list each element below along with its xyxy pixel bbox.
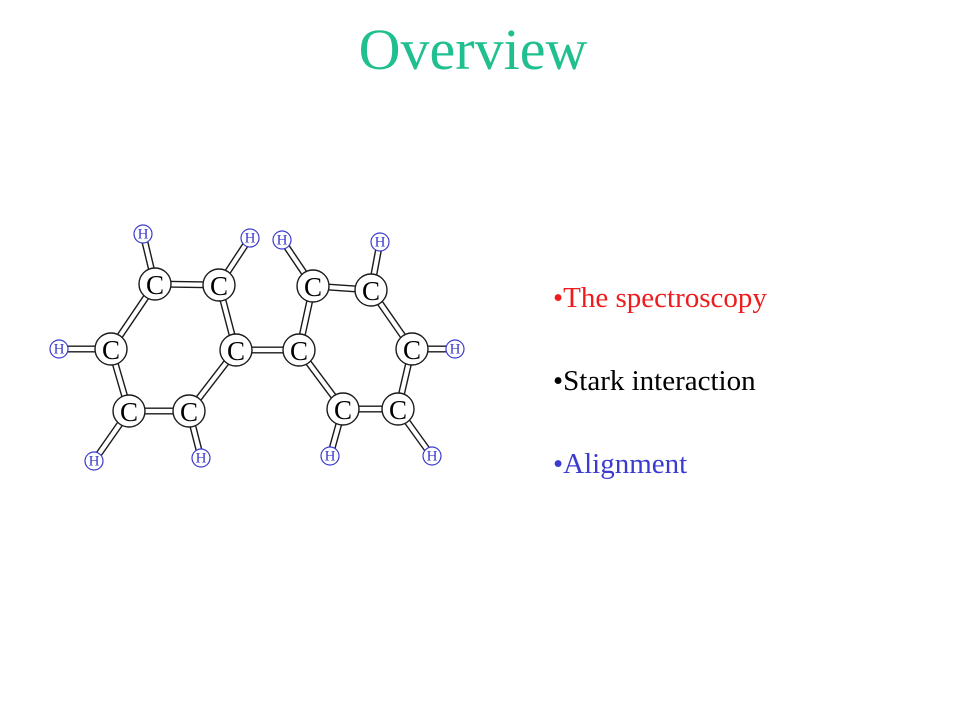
hydrogen-atom-8: H [445,339,465,359]
hydrogen-atom-6-circle [272,230,292,250]
hydrogen-atom-10-label: H [427,449,438,465]
hydrogen-atom-9-circle [320,446,340,466]
hydrogen-atom-5: H [191,448,211,468]
carbon-atom-8-circle [354,273,388,307]
hydrogen-atom-4: H [84,451,104,471]
carbon-atom-5-circle [112,394,146,428]
carbon-atom-12-label: C [389,395,407,425]
carbon-atom-10-circle [395,332,429,366]
carbon-atom-4-circle [219,333,253,367]
hydrogen-atom-7: H [370,232,390,252]
bullet-spectroscopy: •The spectroscopy [553,282,767,314]
hydrogen-atom-6: H [272,230,292,250]
carbon-atom-2-circle [202,268,236,302]
hydrogen-atom-2: H [240,228,260,248]
hydrogen-atom-9: H [320,446,340,466]
hydrogen-atom-1-circle [133,224,153,244]
carbon-atom-5: C [112,394,146,428]
carbon-atom-9-label: C [290,336,308,366]
hydrogen-atom-5-circle [191,448,211,468]
bullet-list: •The spectroscopy •Stark interaction •Al… [553,278,953,527]
carbon-atom-1-circle [138,267,172,301]
carbon-atom-11: C [326,392,360,426]
carbon-atom-3: C [94,332,128,366]
carbon-atom-9: C [282,333,316,367]
carbon-atom-3-circle [94,332,128,366]
hydrogen-atom-4-circle [84,451,104,471]
carbon-atom-6-label: C [180,397,198,427]
carbon-atom-7-label: C [304,272,322,302]
hydrogen-atom-3: H [49,339,69,359]
carbon-atom-6: C [172,394,206,428]
carbon-atom-1: C [138,267,172,301]
carbon-atom-12-circle [381,392,415,426]
hydrogen-atom-7-circle [370,232,390,252]
bullet-stark-interaction: •Stark interaction [553,365,756,397]
carbon-atom-7-circle [296,269,330,303]
hydrogen-atom-7-label: H [375,235,386,251]
carbon-atom-9-circle [282,333,316,367]
carbon-atom-8-label: C [362,276,380,306]
hydrogen-atom-8-label: H [450,342,461,358]
carbon-atom-2-label: C [210,271,228,301]
hydrogen-atom-1: H [133,224,153,244]
hydrogen-atom-10: H [422,446,442,466]
hydrogen-atom-9-label: H [325,449,336,465]
hydrogen-atom-2-label: H [245,231,256,247]
carbon-atom-6-circle [172,394,206,428]
hydrogen-atom-1-label: H [138,227,149,243]
carbon-atom-4: C [219,333,253,367]
carbon-atom-12: C [381,392,415,426]
hydrogen-atom-10-circle [422,446,442,466]
carbon-atom-7: C [296,269,330,303]
hydrogen-atom-2-circle [240,228,260,248]
carbon-atom-3-label: C [102,335,120,365]
hydrogen-atom-5-label: H [196,451,207,467]
hydrogen-atom-4-label: H [89,454,100,470]
carbon-atom-10: C [395,332,429,366]
carbon-atom-8: C [354,273,388,307]
hydrogen-atom-3-circle [49,339,69,359]
carbon-atom-4-label: C [227,336,245,366]
carbon-atom-11-circle [326,392,360,426]
carbon-atom-2: C [202,268,236,302]
slide-title: Overview [358,17,588,82]
carbon-atom-1-label: C [146,270,164,300]
hydrogen-atom-8-circle [445,339,465,359]
hydrogen-atom-3-label: H [54,342,65,358]
carbon-atom-5-label: C [120,397,138,427]
carbon-atom-10-label: C [403,335,421,365]
carbon-atom-11-label: C [334,395,352,425]
hydrogen-atom-6-label: H [277,233,288,249]
bullet-alignment: •Alignment [553,448,688,480]
